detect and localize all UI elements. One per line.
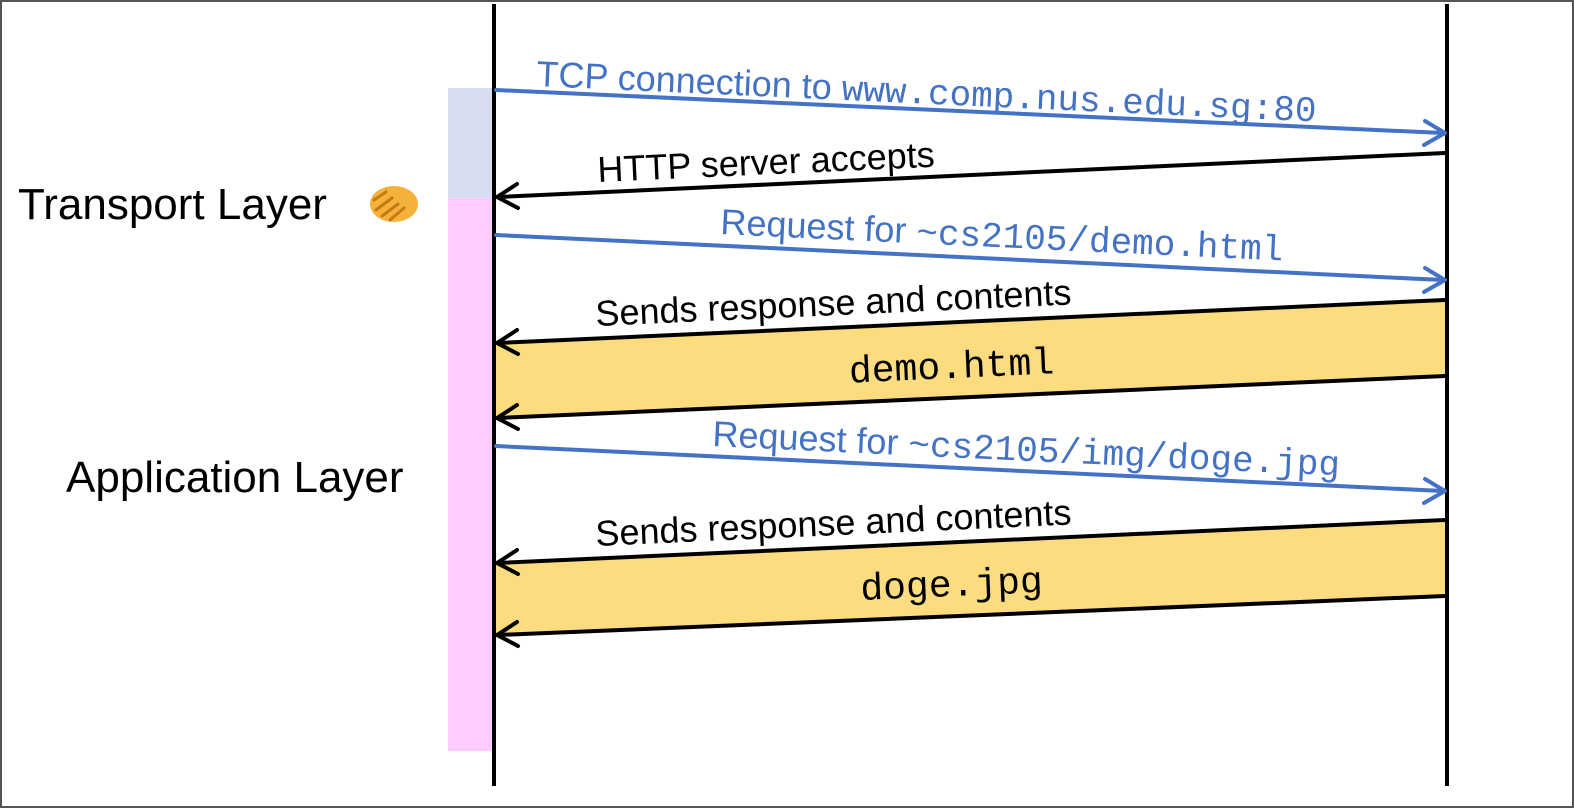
response-doge-arrow [495,518,1447,576]
server-accepts-arrow [495,151,1447,210]
server-accepts-label: HTTP server accepts [597,134,936,190]
request-demo-arrow [494,233,1447,294]
application-layer-label: Application Layer [66,453,404,502]
transport-layer-label: Transport Layer [18,180,327,229]
transport-layer-band [448,88,494,198]
demo-html-transfer-arrow [495,374,1447,431]
tcp-connection-label: TCP connection to www.comp.nus.edu.sg:80 [536,53,1318,132]
handshake-icon [370,186,418,222]
request-doge-arrow [494,444,1447,505]
demo-html-payload-block [496,302,1445,420]
request-doge-label: Request for ~cs2105/img/doge.jpg [711,413,1341,487]
doge-jpg-payload-label: doge.jpg [860,561,1044,612]
tcp-connection-arrow [494,88,1447,147]
response-demo-arrow [495,298,1447,356]
doge-jpg-transfer-arrow [495,594,1447,648]
doge-jpg-payload-block [496,522,1445,637]
demo-html-payload-label: demo.html [848,342,1055,394]
application-layer-band [448,198,494,751]
